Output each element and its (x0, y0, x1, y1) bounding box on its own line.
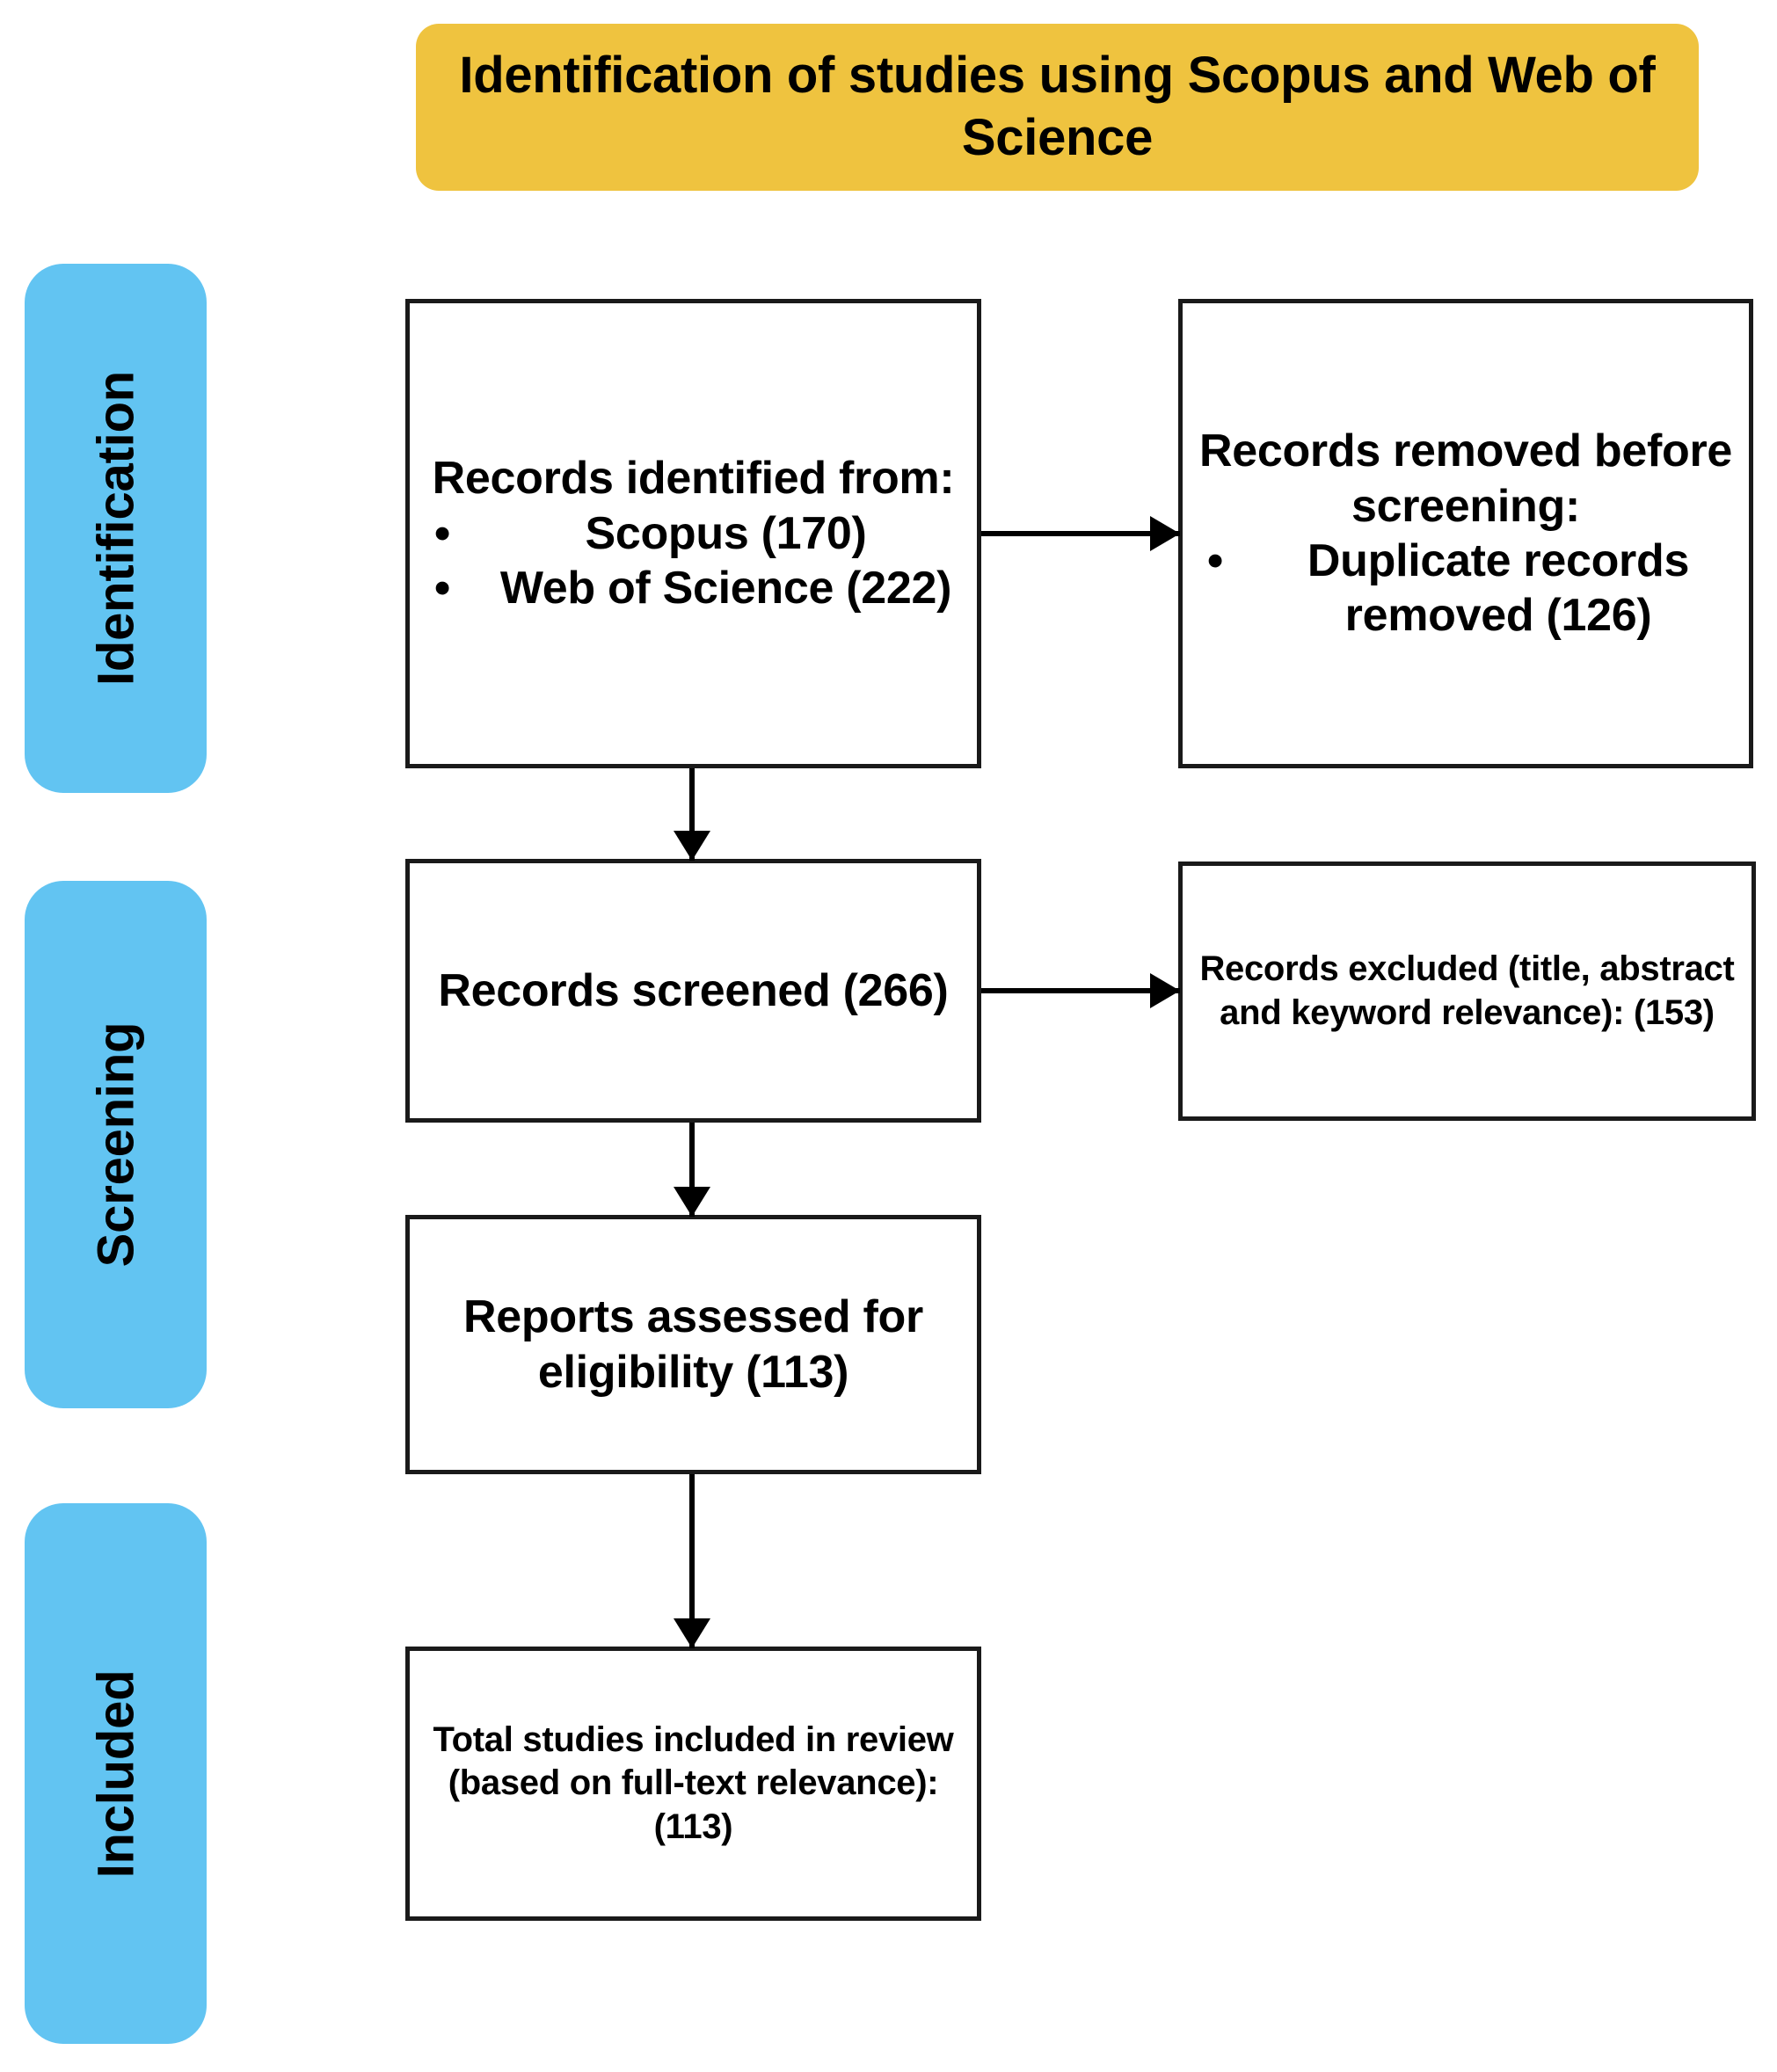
arrow-head-right-icon (1150, 516, 1180, 551)
box-records-excluded: Records excluded (title, abstract and ke… (1178, 862, 1756, 1121)
diagram-title-text: Identification of studies using Scopus a… (459, 47, 1656, 166)
box-records-identified-heading: Records identified from: (432, 453, 955, 505)
box-records-screened-text: Records screened (266) (438, 964, 949, 1016)
arrow-shaft (689, 1474, 695, 1648)
arrow-identified-to-removed (981, 516, 1180, 551)
arrow-screened-to-excluded (981, 973, 1180, 1008)
box-total-studies-included: Total studies included in review (based … (405, 1647, 981, 1921)
box-reports-assessed: Reports assessed for eligibility (113) (405, 1215, 981, 1474)
box-total-studies-included-text: Total studies included in review (based … (433, 1719, 954, 1846)
box-records-removed-content: Records removed before screening: Duplic… (1183, 424, 1749, 643)
stage-label-included: Included (87, 1669, 144, 1878)
box-records-removed: Records removed before screening: Duplic… (1178, 299, 1753, 768)
arrow-shaft (689, 1123, 695, 1217)
arrow-shaft (981, 988, 1180, 993)
arrow-shaft (981, 531, 1180, 536)
stage-band-identification: Identification (25, 264, 207, 793)
box-records-removed-bullets: Duplicate records removed (126) (1195, 534, 1737, 643)
list-item: Scopus (170) (422, 506, 965, 562)
stage-label-screening: Screening (87, 1021, 144, 1268)
box-records-excluded-text: Records excluded (title, abstract and ke… (1199, 949, 1735, 1032)
box-records-identified: Records identified from: Scopus (170) We… (405, 299, 981, 768)
arrow-eligible-to-included (674, 1474, 710, 1648)
arrow-shaft (689, 768, 695, 861)
box-records-identified-content: Records identified from: Scopus (170) We… (410, 451, 977, 616)
list-item: Web of Science (222) (422, 561, 965, 616)
arrow-head-right-icon (1150, 973, 1180, 1008)
stage-band-included: Included (25, 1503, 207, 2044)
arrow-head-down-icon (674, 1187, 710, 1217)
arrow-identified-to-screened (674, 768, 710, 861)
stage-band-screening: Screening (25, 881, 207, 1408)
arrow-head-down-icon (674, 831, 710, 861)
box-records-removed-heading: Records removed before screening: (1198, 425, 1733, 532)
arrow-head-down-icon (674, 1618, 710, 1648)
diagram-title-banner: Identification of studies using Scopus a… (416, 24, 1699, 191)
box-records-identified-bullets: Scopus (170) Web of Science (222) (422, 506, 965, 616)
stage-label-identification: Identification (87, 370, 144, 687)
box-reports-assessed-text: Reports assessed for eligibility (113) (463, 1291, 923, 1398)
arrow-screened-to-eligible (674, 1123, 710, 1217)
list-item: Duplicate records removed (126) (1195, 534, 1737, 643)
box-records-screened: Records screened (266) (405, 859, 981, 1123)
